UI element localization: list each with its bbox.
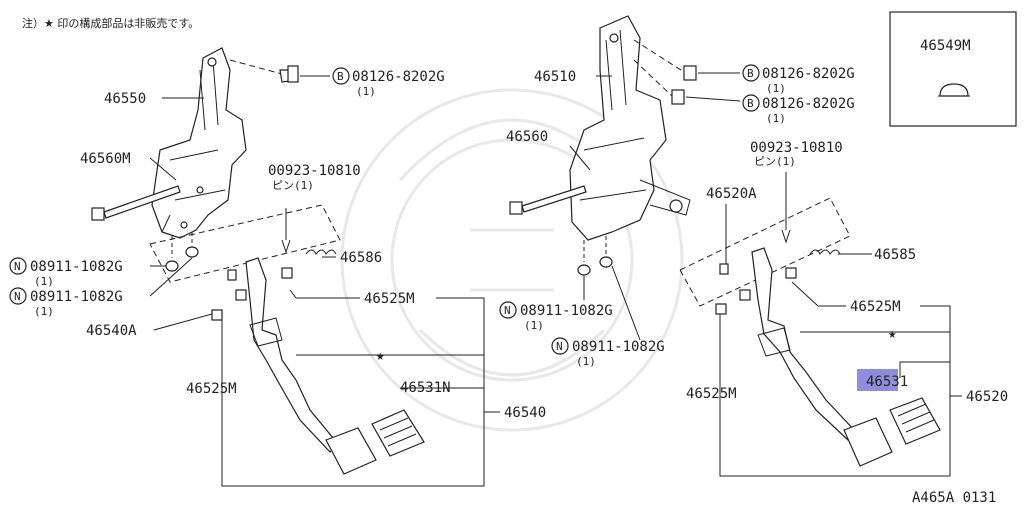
label-46531N: 46531N <box>400 380 451 396</box>
b-marker-icon <box>332 67 350 85</box>
n-marker-text-r1: N <box>504 304 511 317</box>
label-nut-08911-a: 08911-1082G <box>30 259 123 275</box>
inset-46549M <box>889 11 1017 127</box>
label-pin-sub: ピン(1) <box>272 179 314 192</box>
figure-code: A465A 0131 <box>912 490 996 506</box>
right-nuts <box>577 236 641 341</box>
left-spring-and-bushes <box>211 208 337 321</box>
label-pin-00923: 00923-10810 <box>268 163 361 179</box>
label-46525M-a: 46525M <box>364 291 415 307</box>
label-nut-08911-b-qty: (1) <box>34 305 54 318</box>
label-pin-00923-r: 00923-10810 <box>750 140 843 156</box>
label-46525M-b: 46525M <box>186 381 237 397</box>
n-marker-icon-2 <box>9 287 27 305</box>
label-nut-08911-r1: 08911-1082G <box>520 303 613 319</box>
label-bolt-08126-r2: 08126-8202G <box>762 96 855 112</box>
watermark <box>340 88 684 432</box>
label-46531: 46531 <box>866 374 908 390</box>
label-bolt-08126: 08126-8202G <box>352 69 445 85</box>
n-marker-icon-r2 <box>551 337 569 355</box>
n-marker-icon <box>9 257 27 275</box>
b-marker-text-r2: B <box>747 97 754 110</box>
label-46560M: 46560M <box>80 151 131 167</box>
label-46540: 46540 <box>504 405 546 421</box>
b-marker-icon-r2 <box>742 94 760 112</box>
label-46560: 46560 <box>506 129 548 145</box>
n-marker-text-r2: N <box>556 340 563 353</box>
label-46520: 46520 <box>966 389 1008 405</box>
label-46550: 46550 <box>104 91 146 107</box>
left-pedal-arm <box>245 257 339 453</box>
label-46585: 46585 <box>874 247 916 263</box>
right-pad-and-cover <box>843 397 941 467</box>
highlight-46531 <box>857 369 898 391</box>
left-pad-and-cover <box>325 409 425 475</box>
label-bolt-08126-r1: 08126-8202G <box>762 66 855 82</box>
left-nuts <box>149 232 199 297</box>
label-bolt-08126-r1-qty: (1) <box>766 82 786 95</box>
right-leaders <box>569 75 962 477</box>
label-46549M: 46549M <box>920 38 971 54</box>
n-marker-text: N <box>14 260 21 273</box>
label-46525M-r-b: 46525M <box>686 386 737 402</box>
right-dashed-group <box>679 197 851 307</box>
n-marker-icon-r1 <box>499 301 517 319</box>
label-nut-08911-b: 08911-1082G <box>30 289 123 305</box>
right-pedal-arm <box>751 247 857 441</box>
label-nut-08911-r1-qty: (1) <box>524 319 544 332</box>
label-46510: 46510 <box>534 69 576 85</box>
left-leaders <box>149 97 500 487</box>
right-bracket-46510 <box>569 15 691 241</box>
label-bolt-08126-r2-qty: (1) <box>766 112 786 125</box>
label-46540A: 46540A <box>86 323 137 339</box>
label-nut-08911-a-qty: (1) <box>34 275 54 288</box>
label-46586: 46586 <box>340 250 382 266</box>
label-46525M-r-a: 46525M <box>850 299 901 315</box>
label-nut-08911-r2: 08911-1082G <box>572 339 665 355</box>
label-46520A: 46520A <box>706 186 757 202</box>
right-spring-and-bushes <box>715 172 841 315</box>
right-bolts-08126 <box>633 39 741 105</box>
label-nut-08911-r2-qty: (1) <box>576 355 596 368</box>
b-marker-icon-r1 <box>742 64 760 82</box>
b-marker-text-r1: B <box>747 67 754 80</box>
star-marker-right: ★ <box>888 326 897 342</box>
left-bolt-46560M <box>91 185 181 221</box>
label-bolt-08126-qty: (1) <box>356 85 376 98</box>
label-pin-sub-r: ピン(1) <box>754 155 796 168</box>
b-marker-text: B <box>337 70 344 83</box>
left-bracket-46550 <box>151 47 247 239</box>
right-bolt-46560 <box>509 185 587 215</box>
left-bolt-08126 <box>229 59 330 83</box>
left-dashed-group <box>149 204 341 283</box>
non-sale-note: 注）★ 印の構成部品は非販売です。 <box>22 16 199 30</box>
n-marker-text-2: N <box>14 290 21 303</box>
star-marker-left: ★ <box>376 348 385 364</box>
